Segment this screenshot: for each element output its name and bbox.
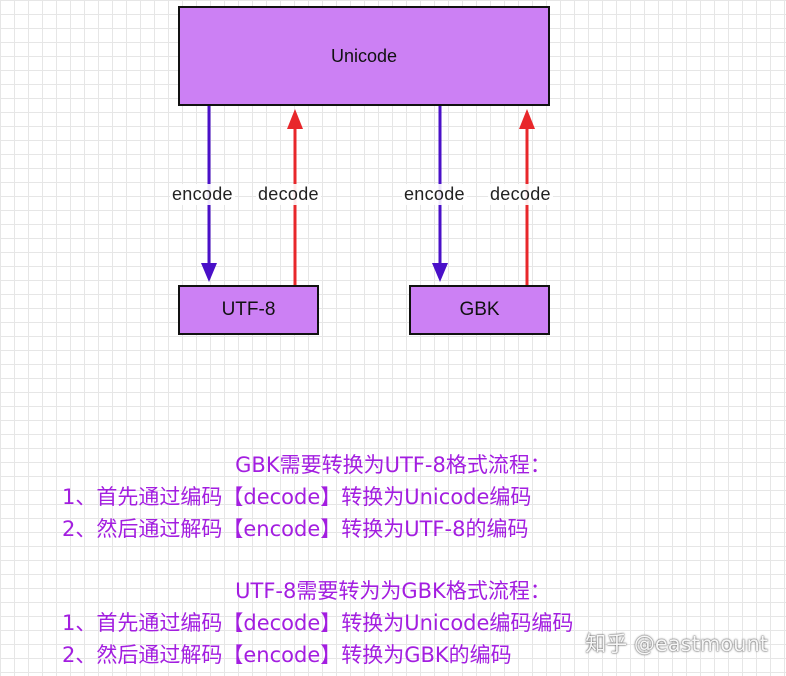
- gbk-node: GBK: [409, 285, 550, 335]
- unicode-node-label: Unicode: [330, 45, 398, 66]
- utf8-node-label: UTF-8: [221, 299, 276, 320]
- gbk-to-utf8-step2: 2、然后通过解码【encode】转换为UTF-8的编码: [62, 517, 529, 541]
- utf8-to-gbk-step1: 1、首先通过编码【decode】转换为Unicode编码编码: [62, 611, 574, 635]
- left-encode-label: encode: [170, 184, 235, 205]
- right-encode-label: encode: [402, 184, 467, 205]
- unicode-node: Unicode: [178, 6, 550, 106]
- right-decode-arrow: [519, 109, 535, 285]
- utf8-to-gbk-step2: 2、然后通过解码【encode】转换为GBK的编码: [62, 643, 512, 667]
- right-decode-label: decode: [488, 184, 553, 205]
- left-decode-label: decode: [256, 184, 321, 205]
- gbk-node-label: GBK: [459, 299, 500, 320]
- gbk-to-utf8-step1: 1、首先通过编码【decode】转换为Unicode编码: [62, 485, 532, 509]
- utf8-node: UTF-8: [178, 285, 319, 335]
- utf8-to-gbk-title: UTF-8需要转为为GBK格式流程：: [235, 579, 551, 603]
- gbk-to-utf8-title: GBK需要转换为UTF-8格式流程：: [235, 453, 551, 477]
- watermark: 知乎 @eastmount: [585, 632, 768, 656]
- left-decode-arrow: [287, 109, 303, 285]
